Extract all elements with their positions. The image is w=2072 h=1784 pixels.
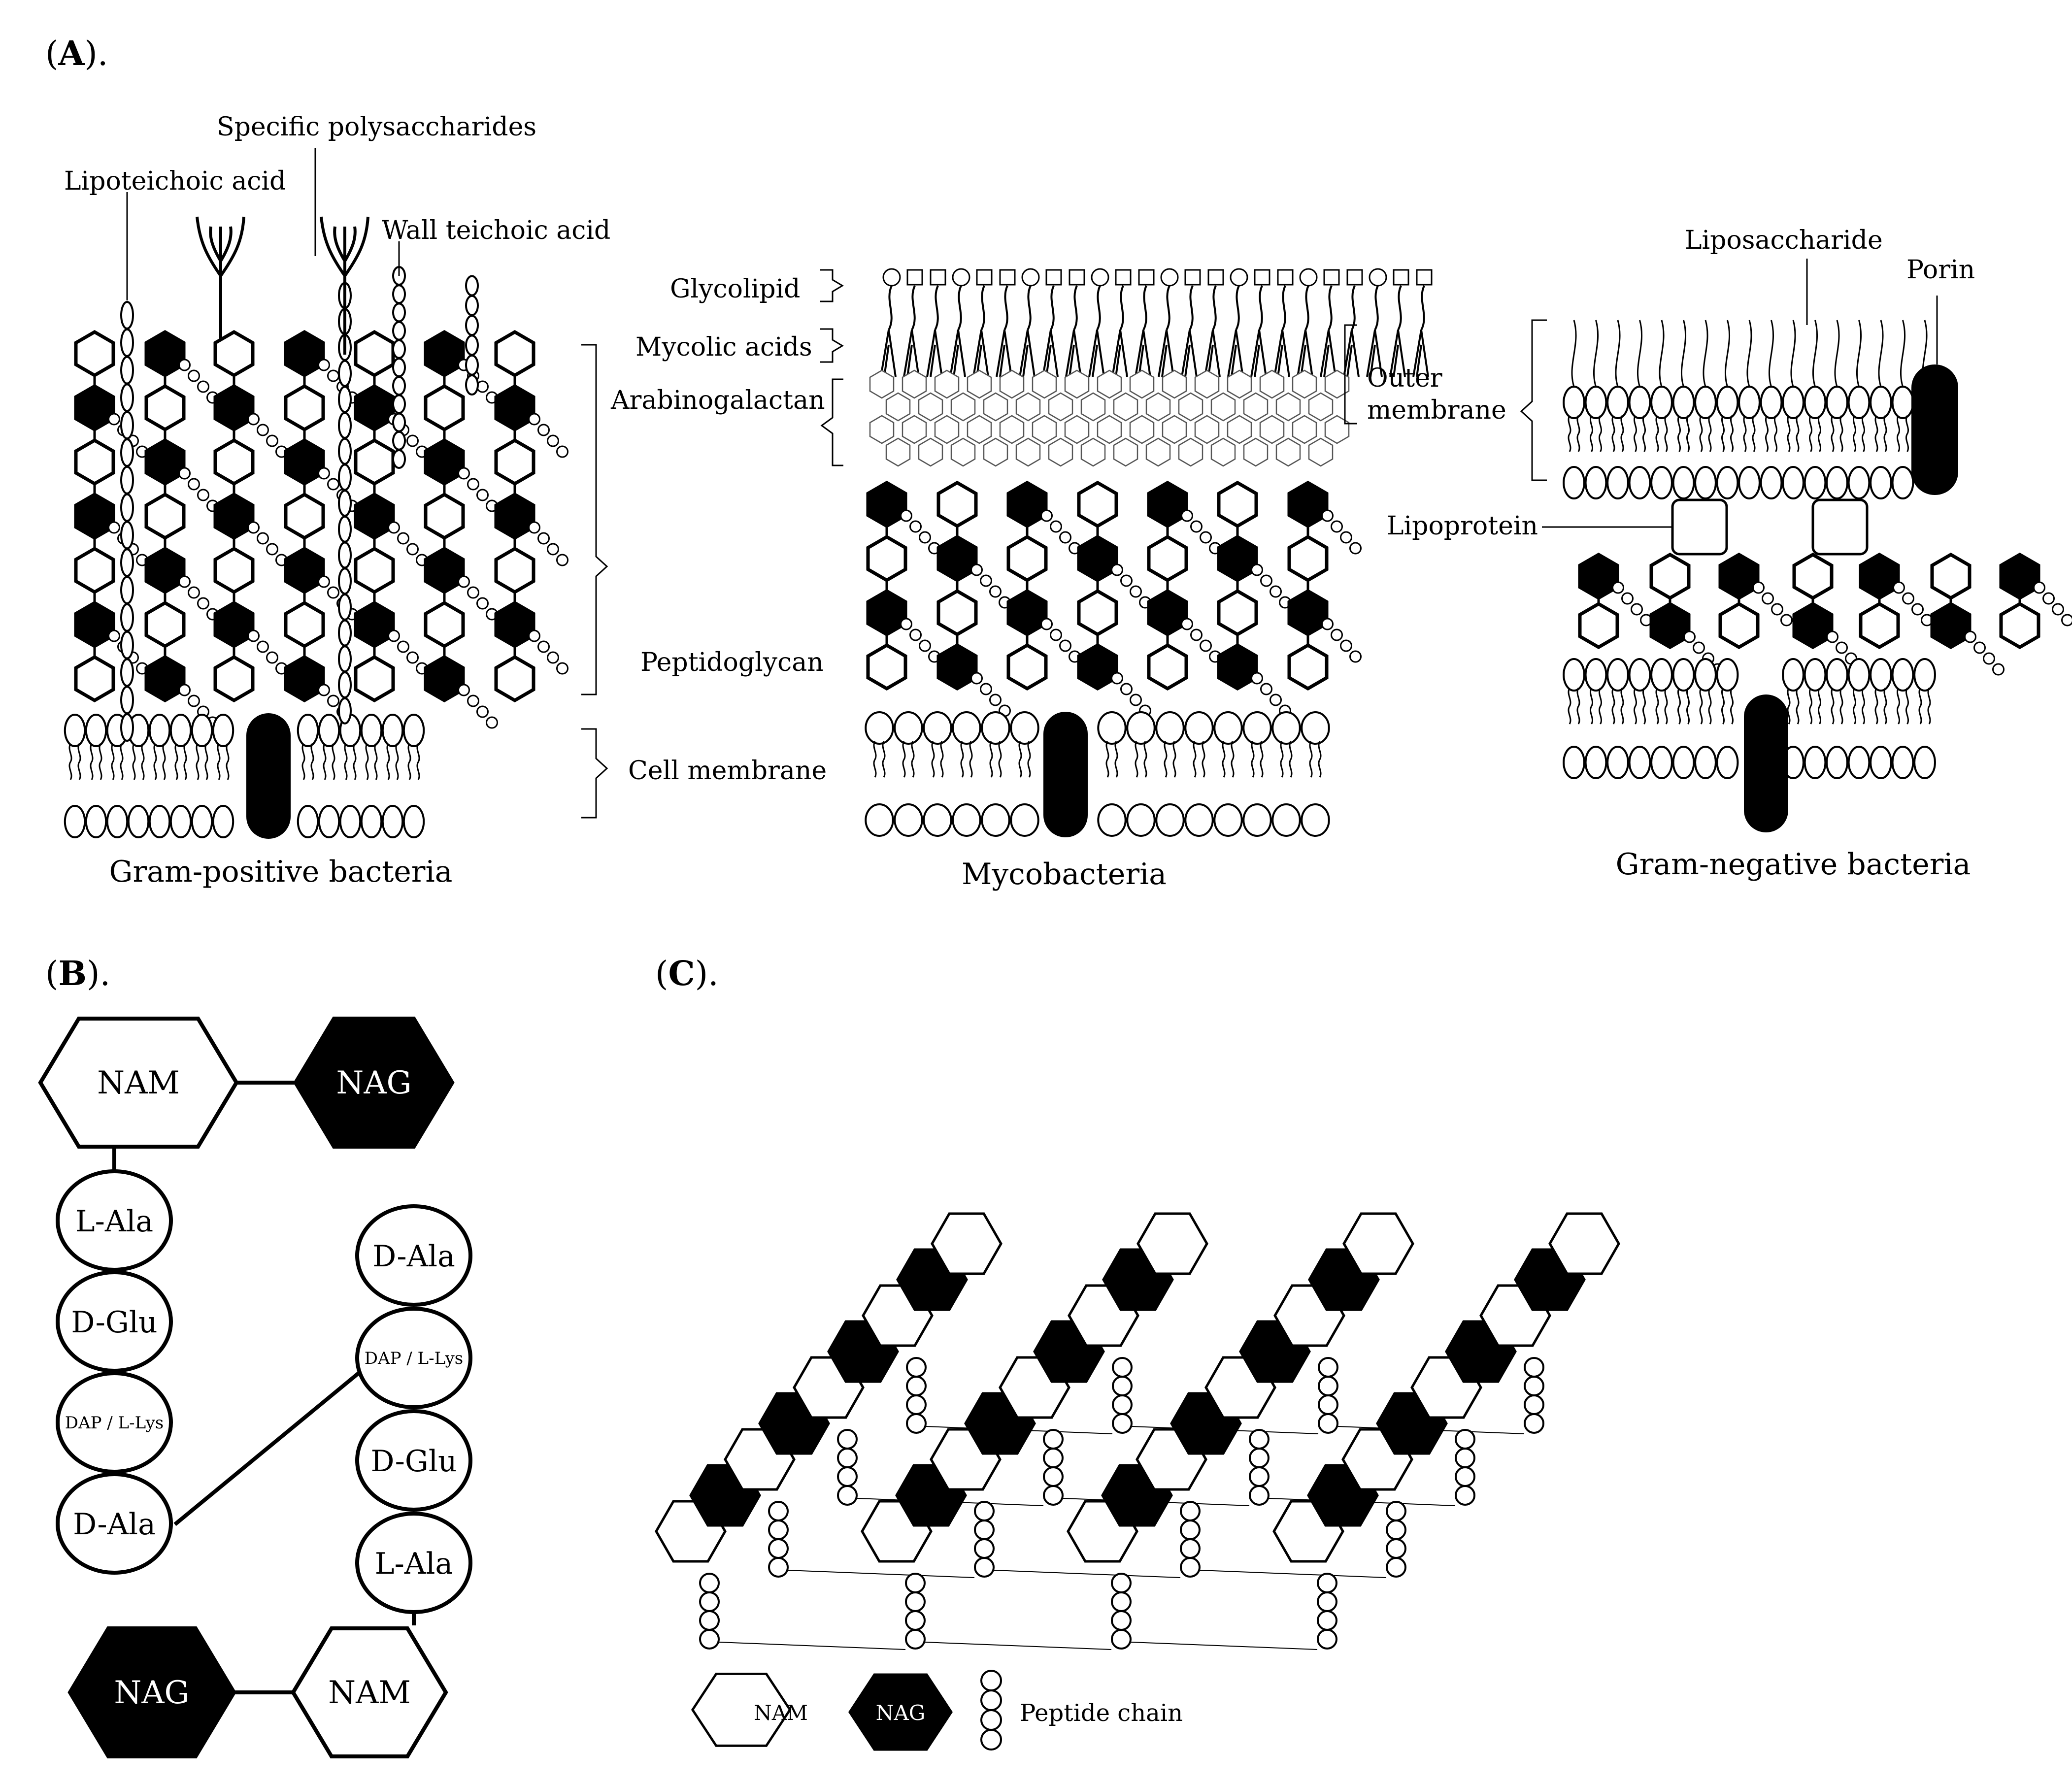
gram-negative-leader-lines [1520,259,1938,528]
svg-text:DAP / L-Lys: DAP / L-Lys [65,1413,164,1433]
porin-label: Porin [1906,255,1975,285]
svg-text:DAP / L-Lys: DAP / L-Lys [365,1349,463,1368]
legend-peptide-chain-label: Peptide chain [1020,1699,1183,1727]
svg-text:NAG: NAG [336,1065,411,1101]
svg-text:L-Ala: L-Ala [75,1204,153,1239]
nam-sugar-bottom: NAM [291,1626,448,1758]
amino-acid: D-Glu [355,1409,472,1512]
amino-acid: DAP / L-Lys [355,1307,472,1409]
specific-polysaccharides-label: Specific polysaccharides [217,112,536,142]
gram-negative-cell-wall [1563,320,2072,832]
svg-text:L-Ala: L-Ala [375,1547,453,1581]
peptidoglycan-label: Peptidoglycan [640,648,824,677]
specific-polysaccharides-icons [196,216,369,355]
mycolic-acids-label: Mycolic acids [635,332,812,362]
gram-positive-cell-wall [64,332,568,839]
panel-a-label: (A). [45,34,108,73]
gram-negative-caption: Gram-negative bacteria [1616,847,1971,882]
panel-c-legend: NAM NAG Peptide chain [691,1670,1183,1751]
svg-text:NAM: NAM [328,1675,411,1711]
nag-sugar-bottom: NAG [67,1626,236,1758]
amino-acid: DAP / L-Lys [56,1371,173,1474]
mycobacteria-cell-wall [865,268,1433,837]
amino-acid: D-Ala [56,1472,173,1575]
legend-nag: NAG [848,1673,953,1751]
nag-sugar-top: NAG [293,1017,455,1149]
amino-acid: L-Ala [56,1169,173,1272]
mycobacteria-leader-lines [820,269,1357,466]
glycolipid-label: Glycolipid [670,274,800,304]
svg-text:D-Ala: D-Ala [73,1507,156,1542]
gram-positive-caption: Gram-positive bacteria [109,855,453,889]
cell-membrane-label: Cell membrane [628,756,827,786]
svg-text:NAM: NAM [754,1701,808,1725]
arabinogalactan-label: Arabinogalactan [610,386,825,415]
svg-text:NAG: NAG [114,1675,189,1711]
svg-text:D-Glu: D-Glu [370,1444,457,1479]
lipoteichoic-acid-label: Lipoteichoic acid [64,166,286,196]
peptidoglycan-lattice [655,1212,1620,1650]
svg-text:D-Glu: D-Glu [71,1305,157,1340]
lipoprotein-label: Lipoprotein [1387,511,1538,541]
legend-peptide-chain [980,1670,1002,1751]
amino-acid: D-Glu [56,1270,173,1373]
amino-acid: D-Ala [355,1204,472,1307]
gram-positive-leader-lines [126,148,608,819]
amino-acid: L-Ala [355,1512,472,1614]
legend-nam: NAM [691,1673,808,1747]
svg-text:NAG: NAG [876,1701,926,1725]
wall-teichoic-acid-label: Wall teichoic acid [382,216,610,245]
panel-c-label: (C). [655,954,719,993]
svg-text:D-Ala: D-Ala [372,1239,455,1274]
svg-text:NAM: NAM [97,1065,180,1101]
mycobacteria-caption: Mycobacteria [962,857,1167,892]
lipoteichoic-acid-chains [120,266,479,742]
nam-sugar-top: NAM [38,1017,239,1149]
panel-b-label: (B). [45,954,110,993]
liposaccharide-label: Liposaccharide [1685,226,1883,255]
